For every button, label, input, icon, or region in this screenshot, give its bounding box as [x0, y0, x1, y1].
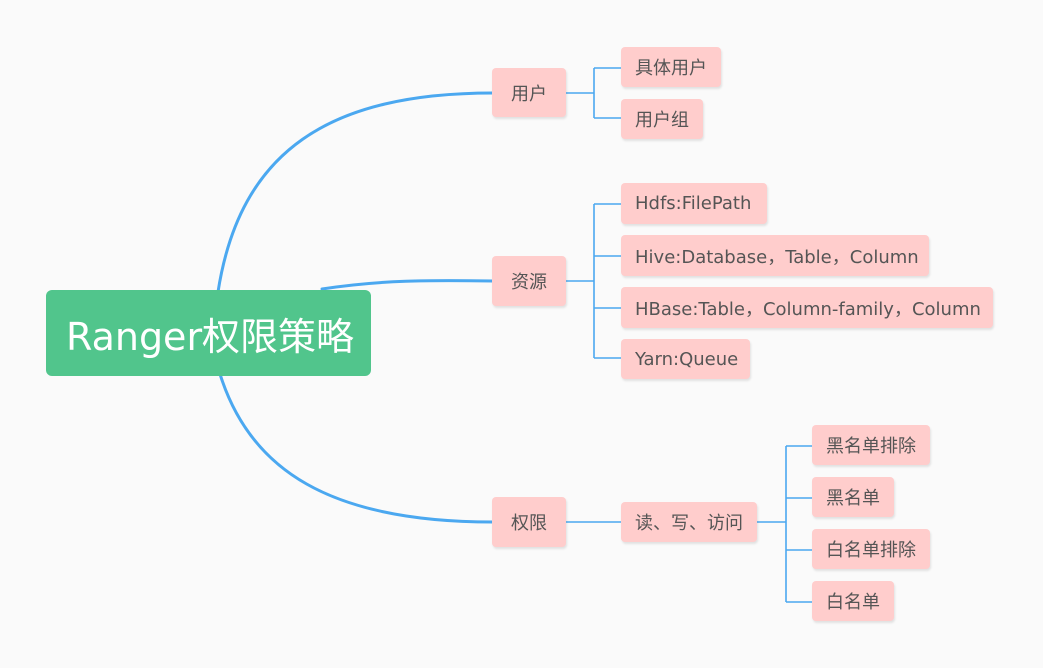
resource-yarn[interactable]: Yarn:Queue — [621, 339, 750, 379]
resource-hive[interactable]: Hive:Database，Table，Column — [621, 235, 929, 276]
resource-hdfs[interactable]: Hdfs:FilePath — [621, 183, 767, 224]
permission-read-write-access[interactable]: 读、写、访问 — [621, 502, 757, 542]
permission-blacklist-exclusion[interactable]: 黑名单排除 — [812, 425, 930, 465]
users-child-specific-user[interactable]: 具体用户 — [621, 47, 721, 87]
root-to-permissions-connector — [218, 372, 495, 524]
root-to-users-connector — [216, 91, 495, 294]
permissions-grandchildren-connector — [757, 445, 812, 603]
permission-whitelist-exclusion[interactable]: 白名单排除 — [812, 529, 930, 569]
root-node[interactable]: Ranger权限策略 — [46, 290, 371, 376]
resources-children-connector — [566, 203, 621, 359]
permission-whitelist[interactable]: 白名单 — [812, 581, 894, 621]
branch-permissions[interactable]: 权限 — [492, 497, 566, 547]
root-to-resources-connector — [320, 279, 495, 291]
users-children-connector — [566, 67, 621, 119]
branch-users[interactable]: 用户 — [492, 68, 566, 117]
resource-hbase[interactable]: HBase:Table，Column-family，Column — [621, 287, 993, 328]
users-child-user-group[interactable]: 用户组 — [621, 99, 703, 139]
branch-resources[interactable]: 资源 — [492, 256, 566, 306]
permission-blacklist[interactable]: 黑名单 — [812, 477, 894, 517]
